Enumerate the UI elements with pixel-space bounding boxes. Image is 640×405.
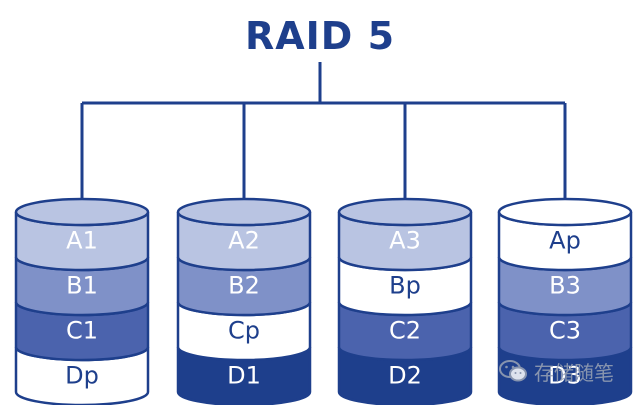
disk-top-cap [14, 197, 150, 227]
watermark-text: 存储随笔 [534, 360, 614, 385]
disk-3: D2 C2 Bp A3 [337, 197, 473, 405]
segment-label: Cp [228, 317, 260, 345]
segment-label: C1 [66, 317, 98, 345]
wechat-icon [499, 360, 527, 382]
segment-label: A2 [228, 227, 260, 255]
segment-label: C3 [549, 317, 581, 345]
segment-label: D3 [548, 362, 582, 390]
segment-label: Bp [389, 272, 421, 300]
connector-lines [80, 62, 567, 212]
disk-top-cap [337, 197, 473, 227]
segment-label: B1 [66, 272, 98, 300]
disk-top-cap [176, 197, 312, 227]
segment-label: B2 [228, 272, 260, 300]
segment-label: D2 [388, 362, 422, 390]
disk-top-cap [497, 197, 633, 227]
disk-1: Dp C1 B1 A1 [14, 197, 150, 405]
watermark: 存储随笔 [498, 355, 614, 387]
disk-2: D1 Cp B2 A2 [176, 197, 312, 405]
segment-label: C2 [389, 317, 421, 345]
segment-label: D1 [227, 362, 261, 390]
segment-label: Ap [549, 227, 581, 255]
diagram-title: RAID 5 [244, 14, 396, 58]
segment-label: A1 [66, 227, 98, 255]
segment-label: A3 [389, 227, 421, 255]
segment-label: Dp [65, 362, 99, 390]
segment-label: B3 [549, 272, 581, 300]
disk-4: D3 C3 B3 Ap [497, 197, 633, 405]
